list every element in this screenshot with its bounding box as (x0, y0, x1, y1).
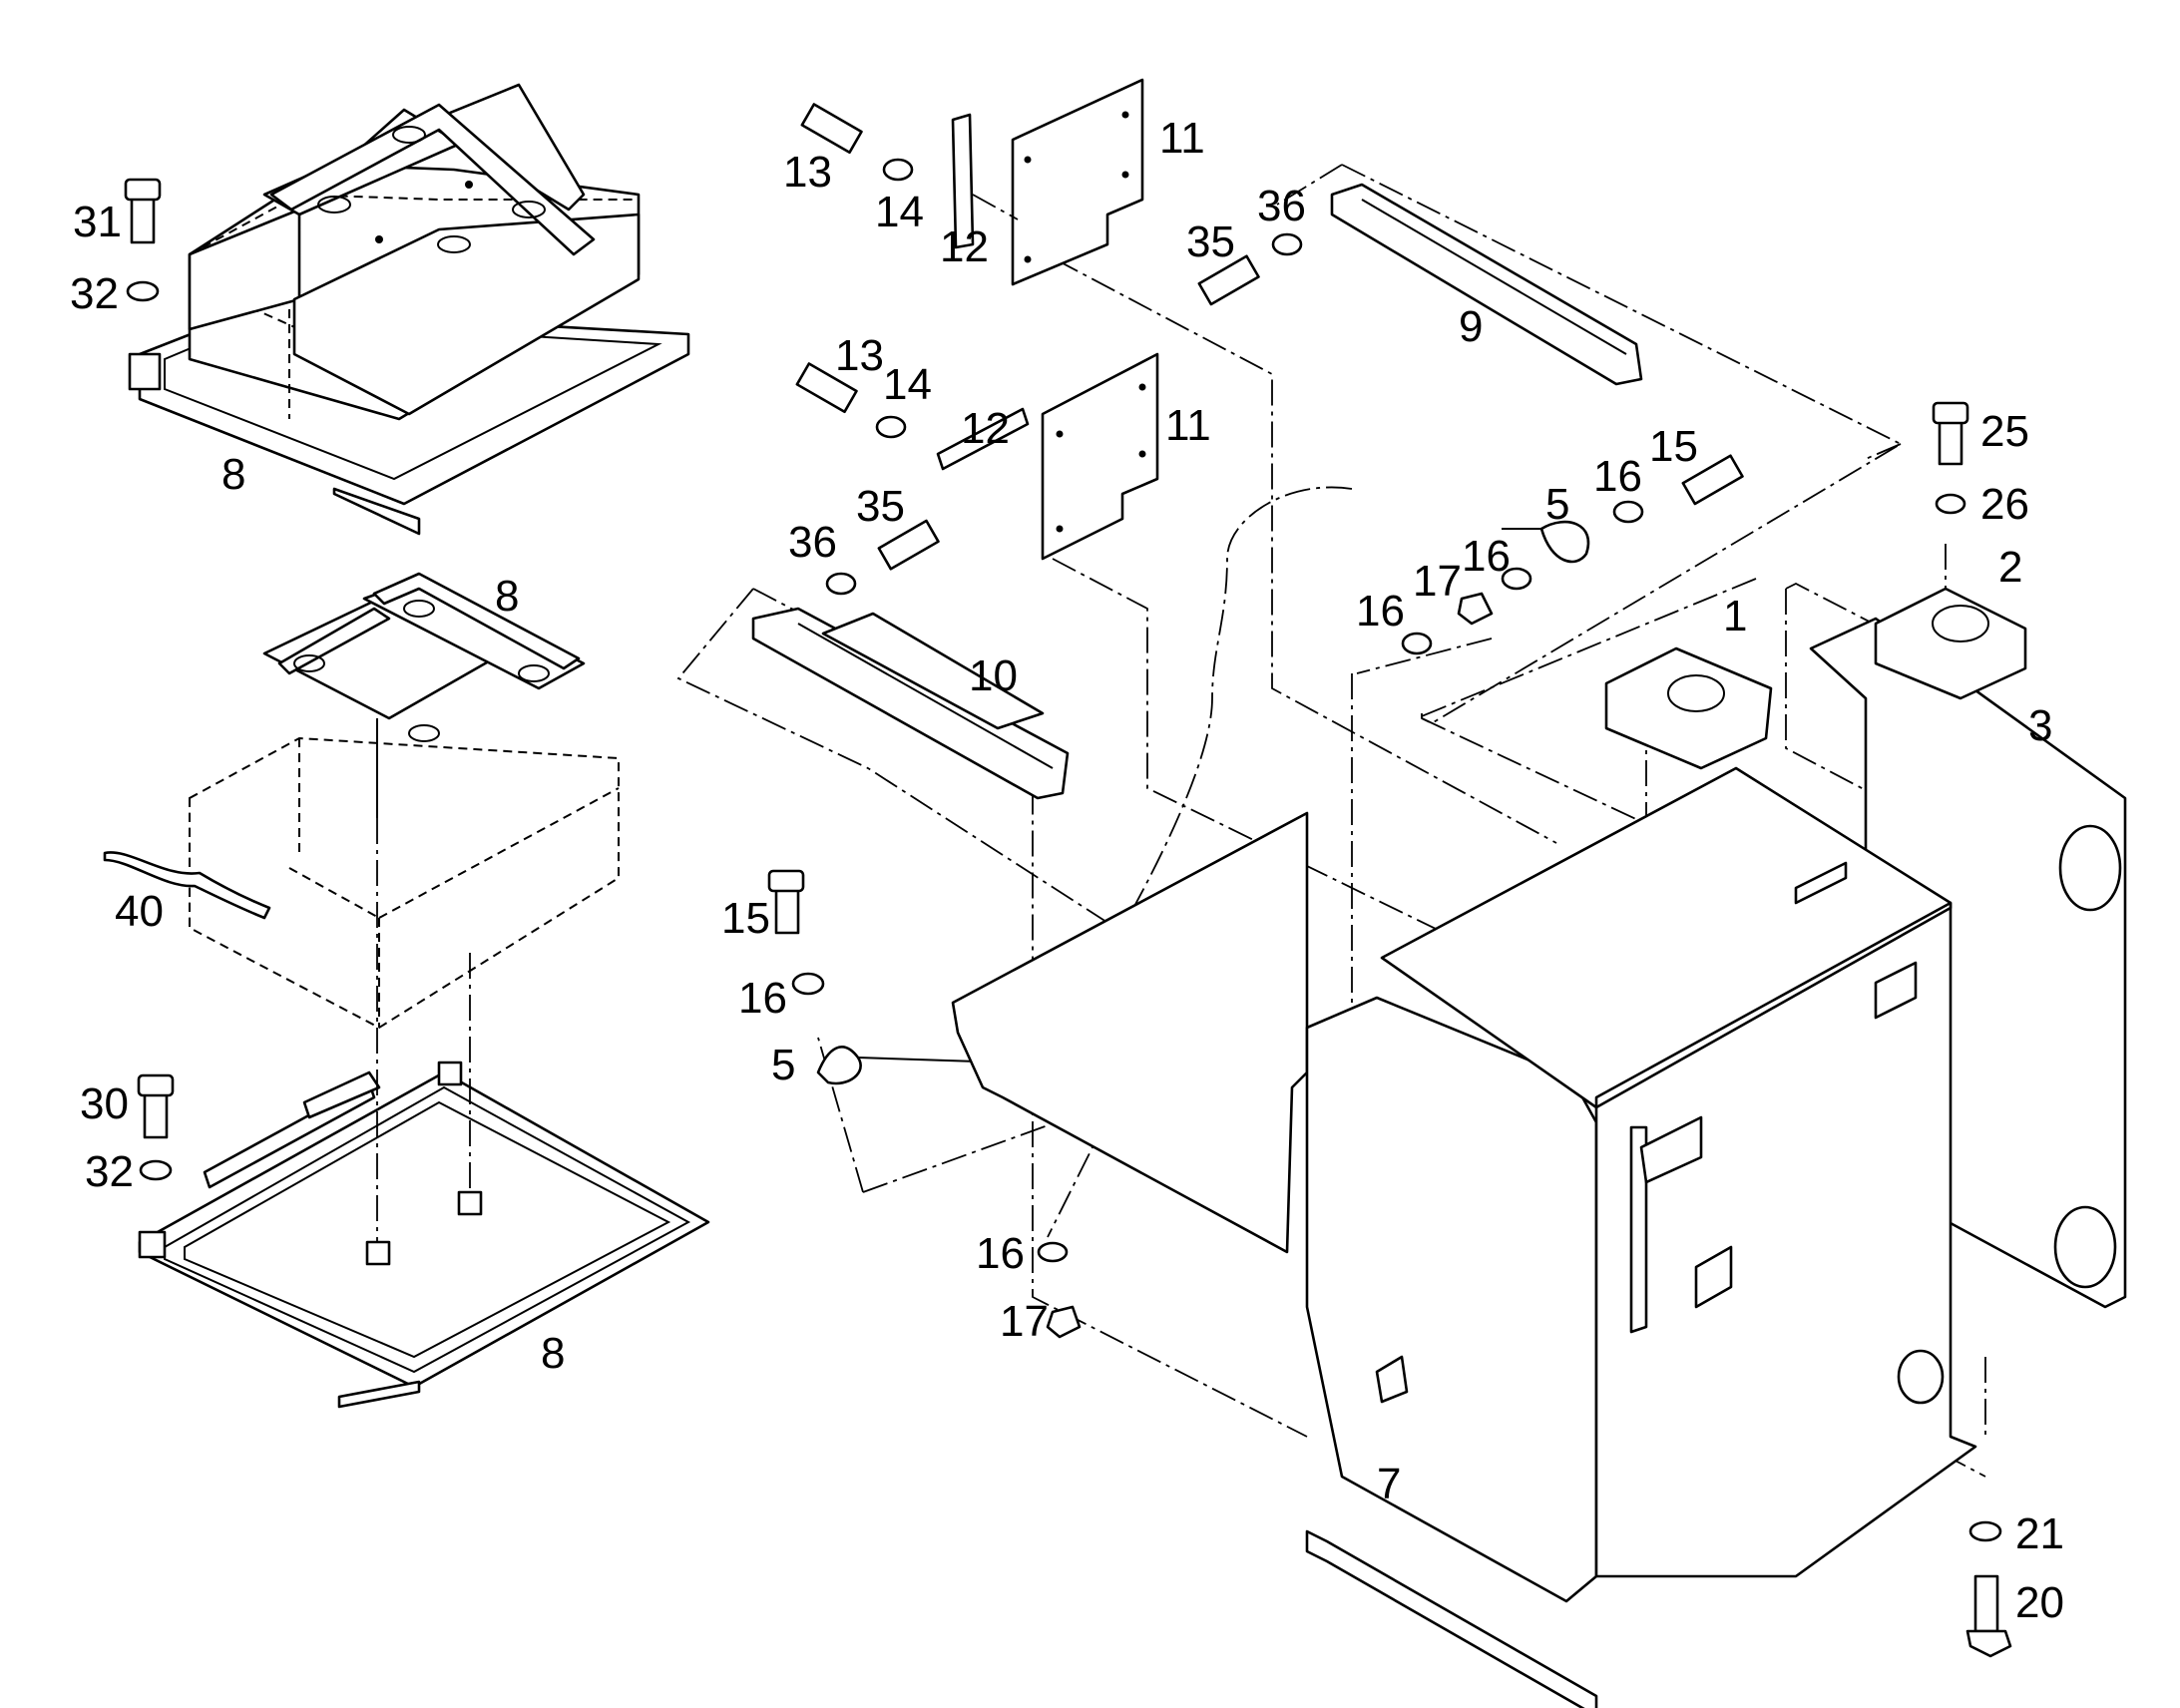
callout-12-lower: 12 (961, 404, 1010, 453)
callout-15-left: 15 (721, 894, 770, 943)
callout-17-mid: 17 (1413, 557, 1462, 606)
callout-3: 3 (2028, 701, 2052, 750)
rails-9-10 (751, 183, 1643, 800)
callout-35-top: 35 (1186, 217, 1235, 266)
callout-17-bottom: 17 (1000, 1297, 1049, 1346)
callout-16-mid: 16 (1462, 532, 1511, 581)
callout-labels: 1 2 3 5 5 7 8 8 8 9 10 11 11 12 12 13 13… (70, 114, 2064, 1627)
callout-7: 7 (1377, 1460, 1401, 1508)
callout-11-lower: 11 (1165, 401, 1211, 450)
callout-14-lower: 14 (883, 360, 932, 409)
callout-5-left: 5 (771, 1041, 795, 1089)
fasteners (124, 103, 2012, 1658)
callout-13-lower: 13 (835, 331, 884, 380)
callout-36-top: 36 (1257, 182, 1306, 230)
callout-14-top: 14 (875, 188, 924, 236)
callout-40: 40 (115, 887, 164, 936)
callout-15-right: 15 (1649, 422, 1698, 471)
callout-35-lower: 35 (856, 482, 905, 531)
callout-30: 30 (80, 1079, 129, 1128)
callout-9: 9 (1459, 302, 1483, 351)
battery-assembly-middle (103, 572, 620, 1030)
callout-16-right: 16 (1593, 452, 1642, 501)
callout-12-top: 12 (940, 222, 989, 271)
callout-8-middle: 8 (495, 572, 519, 621)
callout-36-lower: 36 (788, 518, 837, 567)
callout-26: 26 (1980, 480, 2029, 529)
callout-16-left: 16 (738, 974, 787, 1023)
callout-16-bottom: 16 (976, 1229, 1025, 1278)
callout-5-right: 5 (1545, 480, 1569, 529)
callout-16-mid-left: 16 (1356, 587, 1405, 636)
plates-11-12 (936, 78, 1159, 561)
callout-20: 20 (2015, 1578, 2064, 1627)
callout-25: 25 (1980, 407, 2029, 456)
callout-21: 21 (2015, 1509, 2064, 1558)
main-frame (951, 587, 2127, 1708)
battery-tray-bottom (138, 818, 710, 1409)
callout-11-top: 11 (1159, 114, 1205, 163)
callout-13-top: 13 (783, 148, 832, 197)
callout-10: 10 (969, 651, 1018, 700)
callout-31: 31 (73, 198, 122, 246)
callout-8-top: 8 (221, 450, 245, 499)
battery-assembly-top (128, 83, 690, 536)
callout-32-bottom: 32 (85, 1147, 134, 1196)
callout-8-bottom: 8 (541, 1329, 565, 1378)
callout-1: 1 (1723, 592, 1747, 640)
callout-2: 2 (1998, 543, 2022, 592)
callout-32-top: 32 (70, 269, 119, 318)
